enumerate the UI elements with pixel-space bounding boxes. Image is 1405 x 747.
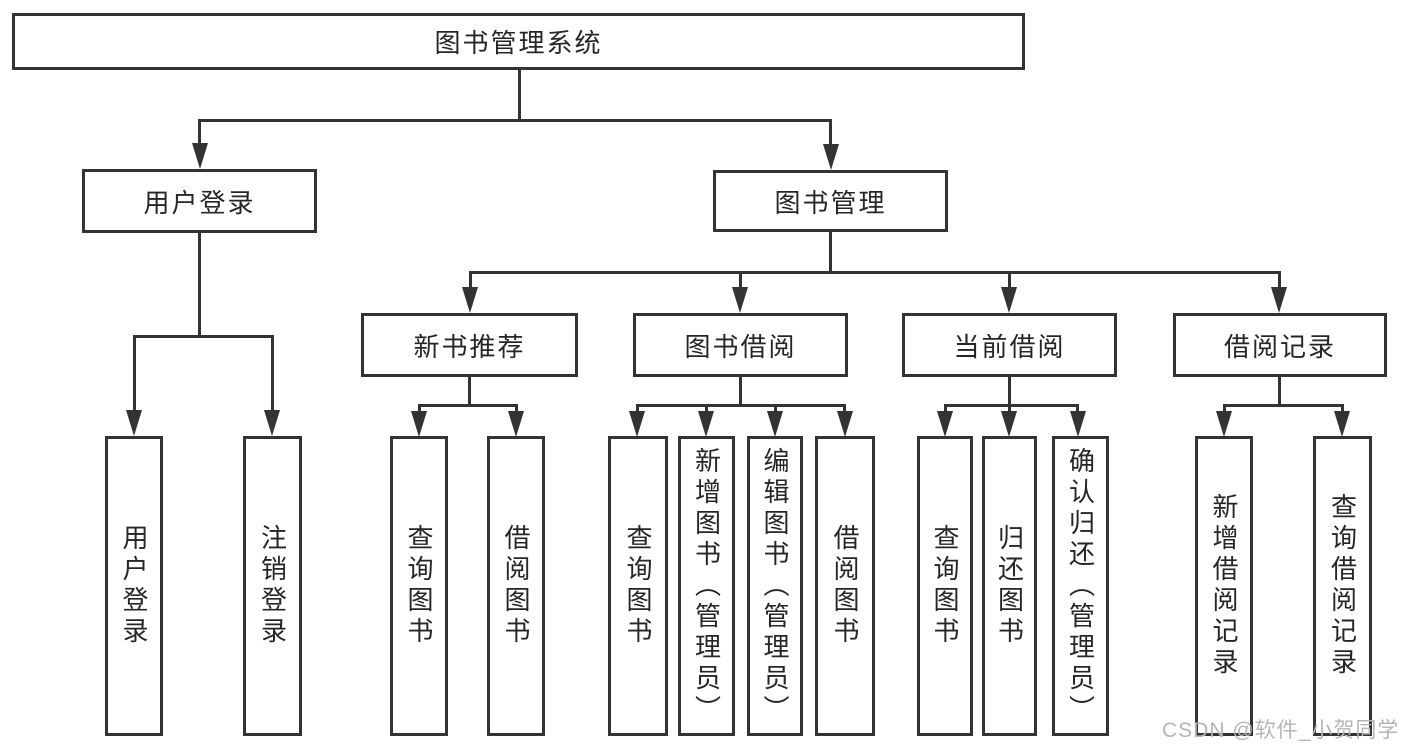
connector-line — [774, 404, 777, 414]
leaf-logout-login-label: 注销登录 — [257, 524, 288, 648]
leaf-add-borrow-record: 新增借阅记录 — [1195, 436, 1253, 736]
connector-line — [843, 404, 846, 414]
connector-line — [271, 335, 274, 412]
arrow-down-icon — [732, 287, 748, 313]
arrow-down-icon — [1334, 411, 1350, 437]
leaf-logout-login: 注销登录 — [243, 436, 302, 736]
leaf-return-books-label: 归还图书 — [994, 524, 1025, 648]
connector-line — [418, 404, 421, 414]
arrow-down-icon — [937, 411, 953, 437]
leaf-borrow-books-recommend-label: 借阅图书 — [501, 524, 531, 648]
leaf-user-login-label: 用户登录 — [119, 524, 149, 648]
leaf-borrow-books-label: 借阅图书 — [830, 524, 860, 648]
connector-line — [1223, 404, 1344, 407]
arrow-down-icon — [1271, 287, 1287, 313]
arrow-down-icon — [508, 411, 524, 437]
arrow-down-icon — [264, 410, 280, 436]
node-current-borrowing: 当前借阅 — [902, 313, 1117, 377]
leaf-query-borrow-record-label: 查询借阅记录 — [1327, 493, 1358, 679]
leaf-add-books-admin: 新增图书（管理员） — [678, 436, 735, 736]
node-new-book-recommendation: 新书推荐 — [361, 313, 578, 377]
watermark: CSDN @软件_小贺同学 — [1162, 719, 1400, 742]
node-user-login-label: 用户登录 — [143, 187, 256, 218]
arrow-down-icon — [1216, 411, 1232, 437]
arrow-down-icon — [126, 410, 142, 436]
connector-line — [518, 70, 521, 119]
connector-line — [1076, 404, 1079, 414]
arrow-down-icon — [1001, 287, 1017, 313]
leaf-query-books-current-label: 查询图书 — [930, 524, 960, 648]
connector-line — [1008, 377, 1011, 406]
node-user-login: 用户登录 — [82, 169, 317, 233]
connector-line — [1008, 271, 1011, 289]
connector-line — [1341, 404, 1344, 414]
leaf-query-borrow-record: 查询借阅记录 — [1313, 436, 1372, 736]
arrow-down-icon — [462, 287, 478, 313]
leaf-borrow-books-recommend: 借阅图书 — [487, 436, 545, 736]
connector-line — [829, 232, 832, 273]
arrow-down-icon — [1001, 411, 1017, 437]
node-root-label: 图书管理系统 — [434, 28, 603, 58]
node-book-management-label: 图书管理 — [774, 187, 887, 218]
node-book-management: 图书管理 — [713, 170, 948, 232]
connector-line — [739, 377, 742, 406]
node-new-book-recommendation-label: 新书推荐 — [413, 331, 526, 362]
connector-line — [133, 335, 274, 338]
arrow-down-icon — [411, 411, 427, 437]
leaf-query-books-current: 查询图书 — [917, 436, 973, 736]
leaf-query-books-borrowing-label: 查询图书 — [623, 524, 653, 648]
node-borrowing-records-label: 借阅记录 — [1223, 331, 1336, 362]
node-root: 图书管理系统 — [12, 13, 1025, 70]
leaf-edit-books-admin: 编辑图书（管理员） — [747, 436, 803, 736]
arrow-down-icon — [767, 411, 783, 437]
connector-line — [636, 404, 846, 407]
node-book-borrowing: 图书借阅 — [633, 313, 848, 377]
leaf-edit-books-admin-label: 编辑图书（管理员） — [760, 446, 790, 726]
connector-line — [944, 404, 1079, 407]
connector-line — [469, 271, 472, 289]
connector-line — [418, 404, 518, 407]
leaf-borrow-books: 借阅图书 — [815, 436, 875, 736]
arrow-down-icon — [698, 411, 714, 437]
node-borrowing-records: 借阅记录 — [1173, 313, 1387, 377]
connector-line — [1278, 377, 1281, 406]
node-book-borrowing-label: 图书借阅 — [684, 331, 797, 362]
leaf-query-books-recommend-label: 查询图书 — [404, 524, 434, 648]
leaf-return-books: 归还图书 — [982, 436, 1037, 736]
leaf-add-borrow-record-label: 新增借阅记录 — [1209, 493, 1239, 679]
leaf-confirm-return-admin-label: 确认归还（管理员） — [1065, 446, 1096, 726]
connector-line — [636, 404, 639, 414]
connector-line — [1278, 271, 1281, 289]
connector-line — [468, 377, 471, 406]
connector-line — [198, 233, 201, 337]
leaf-query-books-recommend: 查询图书 — [390, 436, 448, 736]
arrow-down-icon — [823, 144, 839, 170]
connector-line — [829, 119, 832, 148]
connector-line — [944, 404, 947, 414]
leaf-user-login: 用户登录 — [105, 436, 163, 736]
connector-line — [469, 271, 1281, 274]
leaf-query-books-borrowing: 查询图书 — [608, 436, 668, 736]
arrow-down-icon — [192, 143, 208, 169]
node-current-borrowing-label: 当前借阅 — [953, 331, 1066, 362]
arrow-down-icon — [629, 411, 645, 437]
arrow-down-icon — [837, 411, 853, 437]
connector-line — [1223, 404, 1226, 414]
leaf-confirm-return-admin: 确认归还（管理员） — [1052, 436, 1109, 736]
connector-line — [1008, 404, 1011, 414]
connector-line — [198, 119, 201, 148]
connector-line — [133, 335, 136, 412]
connector-line — [515, 404, 518, 414]
arrow-down-icon — [1070, 411, 1086, 437]
connector-line — [739, 271, 742, 289]
connector-line — [198, 119, 832, 122]
leaf-add-books-admin-label: 新增图书（管理员） — [691, 446, 722, 726]
connector-line — [705, 404, 708, 414]
